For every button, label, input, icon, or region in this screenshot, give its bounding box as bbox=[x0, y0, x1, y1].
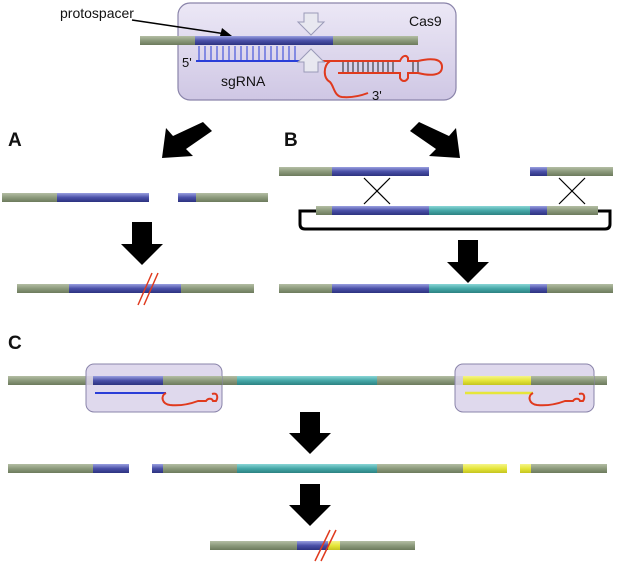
second-protospacer-segment bbox=[328, 541, 340, 550]
panel-c-label: C bbox=[8, 333, 22, 354]
three-prime-label: 3' bbox=[372, 88, 382, 103]
second-protospacer-segment bbox=[520, 464, 531, 473]
dna-segment bbox=[316, 206, 332, 215]
panel-b-label: B bbox=[284, 130, 298, 151]
dna-segment bbox=[210, 541, 297, 550]
cas9-protein bbox=[177, 2, 457, 101]
flow-arrow-to-b bbox=[410, 122, 460, 158]
dna-segment bbox=[547, 167, 613, 176]
flow-arrow-to-a bbox=[162, 122, 212, 158]
dna-segment bbox=[333, 36, 418, 45]
panel-a: A bbox=[2, 130, 268, 306]
protospacer-label: protospacer bbox=[60, 5, 134, 21]
five-prime-label: 5' bbox=[182, 55, 192, 70]
second-protospacer-segment bbox=[463, 464, 507, 473]
cut-site-arrow-up bbox=[296, 48, 326, 73]
donor-template bbox=[316, 206, 598, 215]
dna-segment bbox=[2, 193, 57, 202]
insert-segment bbox=[237, 464, 377, 473]
protospacer-pointer-head bbox=[220, 28, 232, 36]
flow-arrow-down bbox=[289, 484, 331, 526]
dna-segment bbox=[279, 284, 332, 293]
dna-segment bbox=[17, 284, 69, 293]
insert-segment bbox=[429, 284, 530, 293]
dna-segment bbox=[140, 36, 195, 45]
dna-segment bbox=[547, 206, 598, 215]
cas9-protein bbox=[454, 363, 595, 413]
protospacer-segment bbox=[57, 193, 149, 202]
protospacer-segment bbox=[332, 167, 429, 176]
flow-arrow-down bbox=[289, 412, 331, 454]
protospacer-segment bbox=[332, 284, 429, 293]
protospacer-segment bbox=[530, 284, 547, 293]
dna-segment bbox=[8, 464, 93, 473]
protospacer-segment bbox=[152, 464, 163, 473]
insert-segment bbox=[237, 376, 377, 385]
dna-segment bbox=[377, 464, 463, 473]
double-cut-dna bbox=[8, 464, 607, 473]
nhej-repaired-dna bbox=[17, 272, 254, 306]
dna-segment bbox=[547, 284, 613, 293]
dna-segment bbox=[377, 376, 463, 385]
sgrna-scaffold bbox=[528, 392, 586, 407]
cas9-complex-top: Cas9 protospacer 5' sgRNA 3' bbox=[60, 2, 457, 103]
cut-site-arrow-down bbox=[296, 12, 326, 36]
flow-arrow-down bbox=[121, 222, 163, 265]
homology-arm bbox=[332, 206, 429, 215]
cas9-complex-right bbox=[454, 363, 595, 413]
dna-segment bbox=[163, 464, 237, 473]
protospacer-segment bbox=[195, 36, 333, 45]
dna-segment bbox=[196, 193, 268, 202]
indel-mark bbox=[137, 272, 153, 306]
dsb-dna bbox=[279, 167, 613, 176]
sgrna-label: sgRNA bbox=[221, 73, 266, 89]
insert-segment bbox=[429, 206, 530, 215]
protospacer-segment bbox=[93, 376, 163, 385]
cas9-label: Cas9 bbox=[409, 13, 442, 29]
second-protospacer-segment bbox=[463, 376, 531, 385]
crossover-marks bbox=[363, 177, 586, 205]
dna-segment bbox=[340, 541, 415, 550]
cas9-protein bbox=[85, 363, 223, 413]
protospacer-segment bbox=[93, 464, 129, 473]
flow-arrow-down bbox=[447, 240, 489, 283]
sgrna-scaffold bbox=[161, 392, 219, 407]
dna-segment bbox=[181, 284, 254, 293]
sgrna-scaffold bbox=[323, 54, 444, 99]
dna-segment bbox=[531, 464, 607, 473]
protospacer-segment bbox=[178, 193, 196, 202]
dna-segment bbox=[531, 376, 594, 385]
dna-segment bbox=[163, 376, 222, 385]
panel-c: C bbox=[8, 333, 607, 562]
indel-mark bbox=[320, 529, 337, 562]
donor-plasmid bbox=[298, 209, 612, 231]
dsb-dna bbox=[2, 193, 268, 202]
protospacer-segment bbox=[530, 167, 547, 176]
hdr-repaired-dna bbox=[279, 284, 613, 293]
base-pair-ticks bbox=[198, 46, 296, 60]
protospacer-segment bbox=[297, 541, 328, 550]
indel-mark bbox=[143, 272, 159, 306]
protospacer-segment bbox=[69, 284, 181, 293]
dna-segment bbox=[279, 167, 332, 176]
indel-mark bbox=[314, 529, 331, 562]
panel-b: B bbox=[279, 130, 613, 293]
protospacer-pointer bbox=[131, 19, 227, 35]
panel-a-label: A bbox=[8, 130, 22, 151]
deletion-repaired-dna bbox=[210, 529, 415, 562]
dna-segment bbox=[8, 376, 93, 385]
cas9-complex-left bbox=[85, 363, 223, 413]
homology-arm bbox=[530, 206, 547, 215]
